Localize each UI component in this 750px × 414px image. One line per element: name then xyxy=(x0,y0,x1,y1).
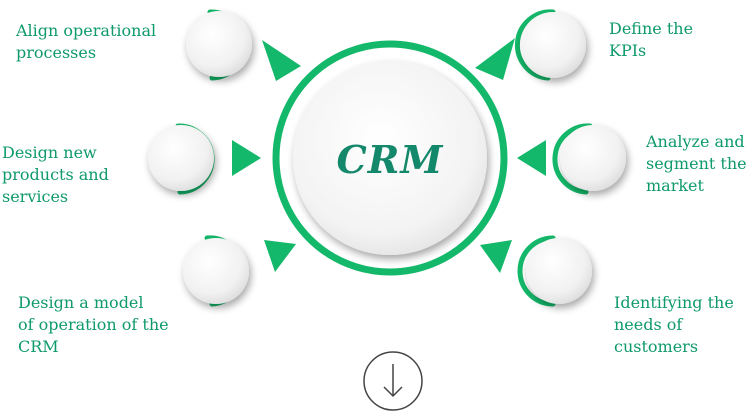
label-analyze-market: Analyze and segment the market xyxy=(646,131,747,197)
arrow-align xyxy=(262,40,301,81)
arrow-design-products xyxy=(232,140,261,176)
label-line: KPIs xyxy=(609,41,647,60)
label-design-model: Design a model of operation of the CRM xyxy=(18,292,169,358)
label-line: Define the xyxy=(609,19,694,38)
arrow-design-model xyxy=(264,240,296,272)
label-identify-needs: Identifying the needs of customers xyxy=(614,292,734,358)
node-design-products xyxy=(148,123,261,195)
label-line: Analyze and xyxy=(646,132,745,151)
arrow-analyze xyxy=(517,140,546,176)
center-title: CRM xyxy=(336,137,444,182)
label-line: customers xyxy=(614,337,699,356)
scroll-down-button-graphic xyxy=(363,351,423,411)
node-analyze-market xyxy=(517,123,626,195)
center-node xyxy=(272,40,508,276)
label-line: Design a model xyxy=(18,293,144,312)
label-line: Identifying the xyxy=(614,293,734,312)
label-define-kpis: Define the KPIs xyxy=(609,18,693,62)
label-line: segment the xyxy=(646,154,747,173)
label-line: Align operational xyxy=(16,21,157,40)
node-align-processes xyxy=(186,9,301,81)
arrow-needs xyxy=(480,240,512,273)
label-line: products and xyxy=(2,165,109,184)
label-line: processes xyxy=(16,43,97,62)
label-line: needs of xyxy=(614,315,683,334)
node-identify-needs xyxy=(480,235,592,307)
label-line: market xyxy=(646,176,704,195)
node-define-kpis xyxy=(475,9,586,81)
label-design-products: Design new products and services xyxy=(2,142,109,208)
label-line: of operation of the xyxy=(18,315,169,334)
arrow-kpis xyxy=(475,38,515,80)
label-line: CRM xyxy=(18,337,59,356)
label-line: services xyxy=(2,187,69,206)
label-align-processes: Align operational processes xyxy=(16,20,156,64)
node-design-model xyxy=(183,235,296,307)
arrow-down-icon xyxy=(383,364,403,398)
scroll-down-button[interactable] xyxy=(363,351,423,411)
label-line: Design new xyxy=(2,143,97,162)
